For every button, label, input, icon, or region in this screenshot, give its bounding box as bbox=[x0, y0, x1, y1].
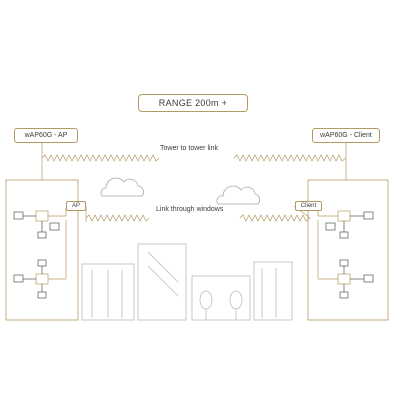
client-tag: Client bbox=[295, 201, 322, 211]
window-link-label: Link through windows bbox=[156, 206, 224, 213]
city-buildings bbox=[81, 243, 293, 321]
tree-icon bbox=[199, 290, 243, 320]
left-network-devices bbox=[13, 208, 67, 299]
tower-link-label: Tower to tower link bbox=[160, 145, 218, 152]
ap-device-label: wAP60G - AP bbox=[14, 128, 78, 143]
right-network-devices bbox=[317, 208, 374, 299]
leader-lines bbox=[41, 143, 347, 222]
client-device-label: wAP60G - Client bbox=[312, 128, 380, 143]
tower-link-zigzag-right bbox=[233, 154, 347, 162]
range-label: RANGE 200m + bbox=[138, 94, 248, 112]
window-link-zigzag-right bbox=[239, 214, 311, 222]
ap-tag: AP bbox=[66, 201, 86, 211]
tower-link-zigzag bbox=[41, 154, 160, 162]
cloud-icon bbox=[216, 185, 261, 205]
right-tower bbox=[307, 179, 389, 321]
window-link-zigzag bbox=[85, 214, 150, 222]
cloud-icon bbox=[100, 177, 144, 197]
